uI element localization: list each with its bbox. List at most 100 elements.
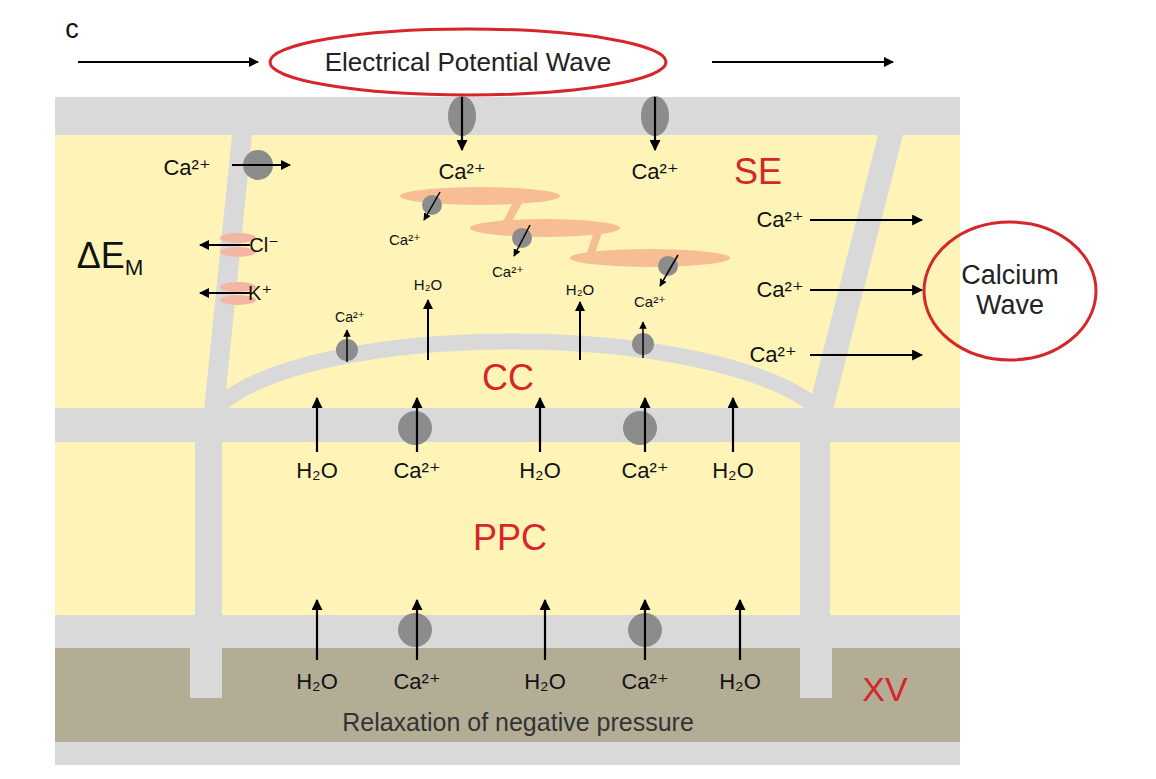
flux-arrow	[642, 322, 644, 358]
flux-arrow	[346, 330, 348, 362]
node-text: XV	[862, 671, 907, 708]
cell-wall	[55, 615, 960, 648]
transport-arrow	[739, 600, 741, 660]
panel-letter: c	[65, 15, 79, 45]
ion-channel	[628, 613, 662, 647]
edge-label: Ca²⁺	[631, 160, 678, 184]
endoplasmic-reticulum	[470, 219, 620, 237]
transport-arrow	[810, 219, 922, 221]
node-text: Electrical Potential Wave	[325, 48, 612, 77]
cell-wall	[55, 742, 960, 765]
edge-label: H₂O	[296, 459, 338, 483]
ion-channel	[448, 96, 476, 136]
node-text: PPC	[473, 518, 547, 558]
transport-arrow	[461, 97, 463, 150]
edge-label: H₂O	[296, 670, 338, 694]
flux-arrow	[424, 192, 440, 220]
edge-label: Ca²⁺	[756, 278, 803, 302]
ellipse-outline	[924, 222, 1096, 360]
wave-arrow	[712, 61, 893, 63]
edge-label: Ca²⁺	[621, 459, 668, 483]
label-part: ΔE	[77, 235, 125, 276]
cell-wall	[212, 342, 822, 413]
transport-arrow	[539, 398, 541, 452]
edge-label: H₂O	[719, 670, 761, 694]
ion-label: Ca²⁺	[163, 156, 210, 180]
transport-arrow	[316, 398, 318, 452]
ion-label: Ca²⁺	[492, 264, 524, 281]
cell-wall	[800, 442, 830, 615]
node-text: Calcium Wave	[945, 261, 1075, 320]
flux-arrow	[200, 292, 250, 294]
potassium-channel	[220, 295, 256, 305]
transport-arrow	[416, 398, 418, 452]
transport-arrow	[416, 600, 418, 660]
pit	[800, 648, 832, 698]
cell-region: PPC	[222, 452, 800, 600]
ion-label: Ca²⁺	[335, 310, 365, 325]
flux-arrow	[200, 244, 250, 246]
cell-wall	[808, 135, 903, 410]
ion-channel	[623, 411, 657, 445]
cell-region: SE	[240, 150, 810, 362]
flux-arrow	[514, 225, 530, 256]
endoplasmic-reticulum	[570, 249, 730, 267]
cell-wall	[204, 135, 252, 410]
ion-label: K⁺	[248, 282, 272, 304]
ion-channel	[512, 228, 532, 248]
flux-arrow	[232, 164, 290, 166]
edge-label: H₂O	[712, 459, 754, 483]
cell-region: CC	[240, 340, 810, 398]
transport-arrow	[810, 354, 922, 356]
wave-ellipse: Calcium Wave	[922, 220, 1098, 362]
cell-background	[55, 97, 960, 765]
transport-arrow	[644, 600, 646, 660]
label-subscript: M	[125, 255, 144, 280]
transport-arrow	[732, 398, 734, 452]
edge-label: Ca²⁺	[393, 670, 440, 694]
ion-label: Ca²⁺	[389, 232, 421, 249]
transport-arrow	[316, 600, 318, 660]
ellipse-outline	[270, 29, 666, 95]
ion-channel	[398, 613, 432, 647]
flux-arrow	[579, 302, 581, 360]
edge-label: H₂O	[519, 459, 561, 483]
flux-arrow	[427, 300, 429, 360]
edge-label: Ca²⁺	[749, 343, 796, 367]
cell-wall	[195, 442, 222, 615]
transport-arrow	[654, 97, 656, 150]
cell-wall	[55, 408, 960, 442]
edge-label: H₂O	[524, 670, 566, 694]
ion-label: H₂O	[414, 277, 442, 294]
wave-arrow	[78, 61, 258, 63]
transport-arrow	[644, 398, 646, 452]
ion-label: Cl⁻	[249, 234, 278, 256]
ion-label: H₂O	[566, 282, 594, 299]
xylem-vessel	[55, 648, 960, 742]
ion-label: Ca²⁺	[634, 294, 666, 311]
transport-arrow	[544, 600, 546, 660]
wave-ellipse: Electrical Potential Wave	[268, 27, 668, 97]
node-text: SE	[734, 152, 782, 192]
flux-arrow	[660, 255, 678, 286]
ion-label: ΔEM	[77, 236, 144, 280]
edge-label: Ca²⁺	[756, 208, 803, 232]
ion-channel	[641, 96, 669, 136]
node-text: CC	[482, 358, 534, 398]
anion-channel	[220, 233, 256, 243]
node-text: Relaxation of negative pressure	[342, 709, 694, 737]
transport-arrow	[810, 289, 922, 291]
pit	[190, 648, 222, 698]
cell-wall	[55, 97, 960, 135]
edge-label: Ca²⁺	[393, 459, 440, 483]
cell-region: XV Relaxation of negative pressure	[55, 660, 960, 742]
edge-label: Ca²⁺	[438, 160, 485, 184]
anion-channel	[220, 247, 256, 257]
potassium-channel	[220, 282, 256, 292]
ion-channel	[398, 411, 432, 445]
